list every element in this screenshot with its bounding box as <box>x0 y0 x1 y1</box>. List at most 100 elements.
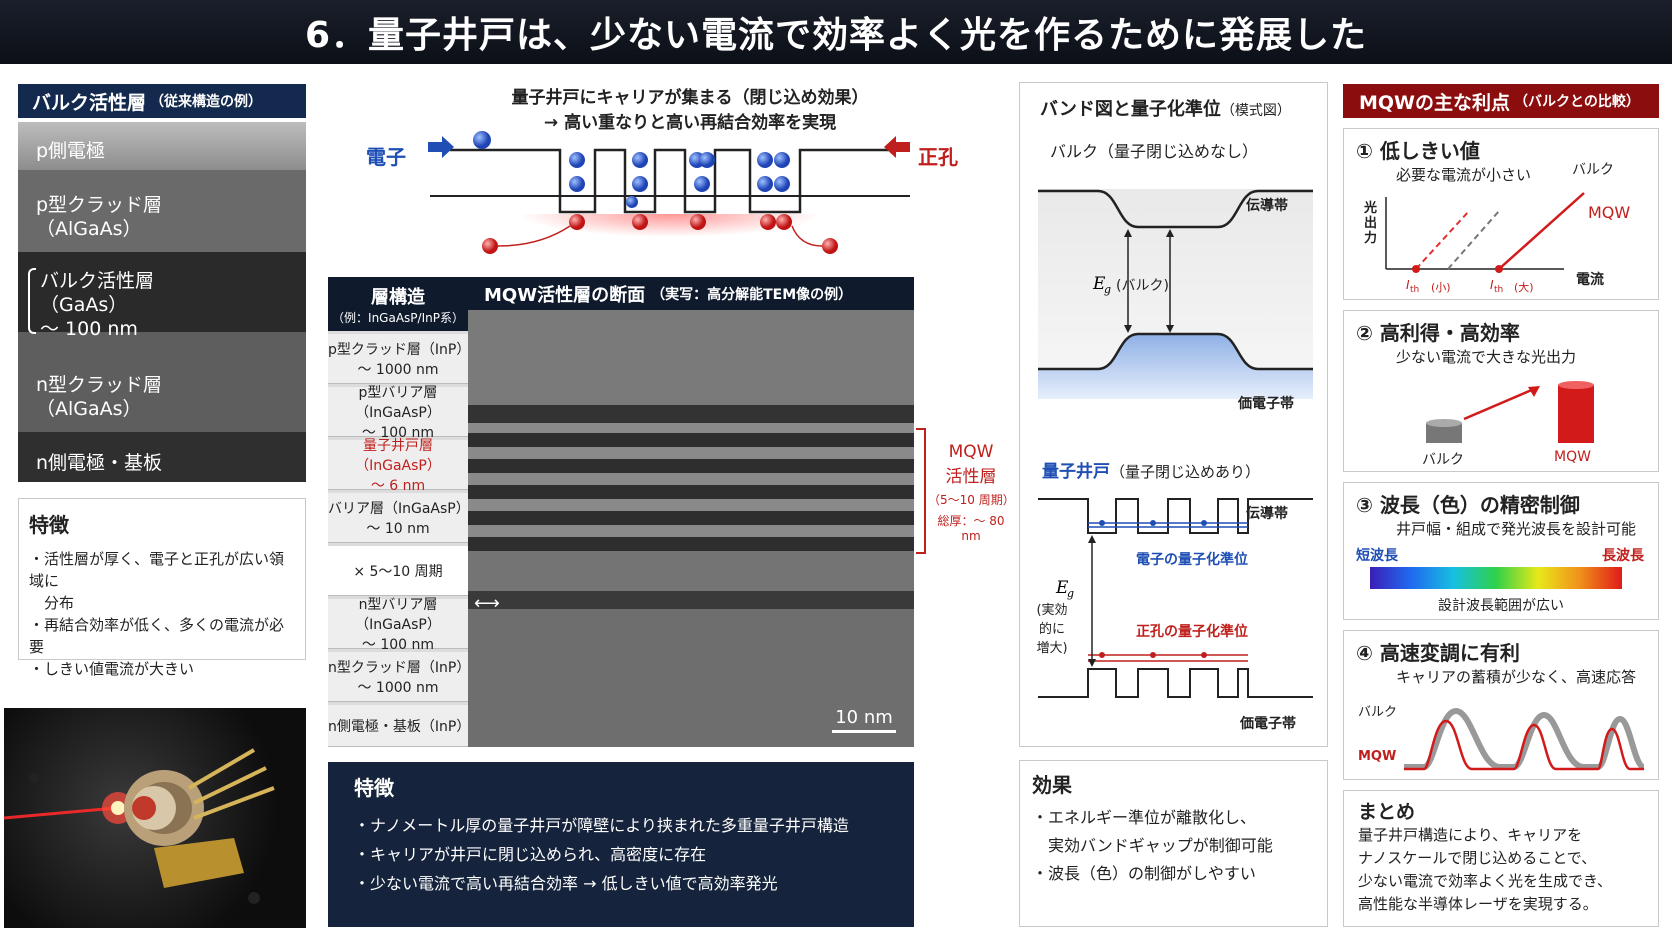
layer-cell-thickness: ～ 6 nm <box>370 477 426 494</box>
qw-band-title-label: 量子井戸 <box>1042 462 1110 482</box>
bulk-layer-p-electrode: p側電極 <box>36 140 106 162</box>
layer-cell-barrier: バリア層（InGaAsP）～ 10 nm <box>328 493 470 543</box>
bulk-layer-active-1: バルク活性層 <box>40 270 155 292</box>
page-title: 6．量子井戸は、少ない電流で効率よく光を作るために発展した <box>0 0 1672 64</box>
bulk-layer-active-2: （GaAs） <box>40 294 128 316</box>
band-diagram-panel: バンド図と量子化準位（模式図） バルク（量子閉じ込めなし） E g 伝導帯 (バ… <box>1019 82 1328 747</box>
mqw-active-label: MQW 活性層 （5～10 周期） 総厚：～ 80 nm <box>928 442 1015 543</box>
short-wavelength-label: 短波長 <box>1356 548 1398 564</box>
layer-cell-n-electrode: n側電極・基板（InP） <box>328 705 471 747</box>
mqw-features-panel: 特徴 ・ナノメートル厚の量子井戸が障壁により挟まれた多重量子井戸構造 ・キャリア… <box>328 762 914 927</box>
bulk-layer-p-clad-1: p型クラッド層 <box>36 194 163 216</box>
layer-stack-header-note: （例：InGaAsP/InP系） <box>332 311 464 325</box>
advantages-header: MQWの主な利点（バルクとの比較） <box>1343 84 1659 118</box>
layer-cell-period: × 5～10 周期 <box>328 546 468 596</box>
advantage-card-title: ④ 高速変調に有利 <box>1356 641 1520 665</box>
output-comparison-chart <box>1426 381 1594 443</box>
layer-stack-table: 層構造 （例：InGaAsP/InP系） p型クラッド層（InP）～ 1000 … <box>328 277 471 747</box>
chart4-mqw-label: MQW <box>1358 749 1397 764</box>
chart1-x-label: 電流 <box>1576 272 1604 288</box>
eg-effective-label: (実効的に 増大) <box>1030 599 1074 656</box>
bulk-feature-item: ・活性層が厚く、電子と正孔が広い領域に <box>29 550 285 590</box>
layer-cell-name: n側電極・基板（InP） <box>328 718 471 735</box>
advantage-card-title: ③ 波長（色）の精密制御 <box>1356 493 1580 517</box>
laser-diode-illustration <box>4 748 275 904</box>
mqw-label-3: （5～10 周期） <box>928 493 1015 507</box>
chart1-mqw-label: MQW <box>1588 203 1631 222</box>
bulk-features-panel: 特徴 ・活性層が厚く、電子と正孔が広い領域に 分布 ・再結合効率が低く、多くの電… <box>18 498 306 678</box>
chart1-y-label: 光出力 <box>1364 201 1378 246</box>
layer-cell-thickness: ～ 1000 nm <box>357 361 439 378</box>
ith-large-symbol: I <box>1490 278 1494 292</box>
eg-bulk-subscript: g <box>1104 283 1111 296</box>
advantage-card-wavelength: ③ 波長（色）の精密制御 井戸幅・組成で発光波長を設計可能 短波長 長波長 設計… <box>1343 482 1659 620</box>
confinement-caption: 量子井戸にキャリアが集まる（閉じ込め効果） → 高い重なりと高い再結合効率を実現 <box>470 83 910 133</box>
layer-cell-p-barrier: p型バリア層（InGaAsP） ～ 100 nm <box>328 385 468 441</box>
band-bulk-label: バルク（量子閉じ込めなし） <box>1050 142 1259 161</box>
layer-cell-n-barrier: n型バリア層（InGaAsP）～ 100 nm <box>328 597 468 653</box>
chart1-ith-small-label: (小) <box>1431 281 1451 294</box>
advantage-card-title: ① 低しきい値 <box>1356 139 1480 163</box>
advantage-card-low-threshold: ① 低しきい値 必要な電流が小さい I th I th 光出力 電流 バルク M… <box>1343 128 1659 300</box>
summary-panel: まとめ 量子井戸構造により、キャリアを ナノスケールで閉じ込めることで、 少ない… <box>1343 790 1659 927</box>
bulk-layer-n-clad-1: n型クラッド層 <box>36 374 163 396</box>
bulk-layer-n-clad-2: （AlGaAs） <box>36 398 142 420</box>
summary-line: 量子井戸構造により、キャリアを <box>1358 826 1583 844</box>
bulk-layer-p-clad-2: （AlGaAs） <box>36 218 142 240</box>
summary-line: 高性能な半導体レーザを実現する。 <box>1358 895 1598 913</box>
laser-diode-photo <box>4 708 306 928</box>
bulk-dashed-line <box>1447 210 1500 270</box>
summary-line: 少ない電流で効率よく光を生成でき、 <box>1358 872 1612 890</box>
layer-cell-name: × 5～10 周期 <box>353 563 443 580</box>
ith-small-point <box>1412 265 1420 273</box>
bulk-feature-item: ・しきい値電流が大きい <box>29 660 195 678</box>
electron-label: 電子 <box>366 145 406 169</box>
summary-line: ナノスケールで閉じ込めることで、 <box>1358 849 1597 867</box>
advantage-card-subtitle: 少ない電流で大きな光出力 <box>1396 348 1577 366</box>
bulk-header: バルク活性層（従来構造の例） <box>18 84 306 118</box>
ith-large-point <box>1495 265 1503 273</box>
qw-valence-label: 価電子帯 <box>1240 716 1296 732</box>
layer-cell-thickness: ～ 100 nm <box>361 424 435 441</box>
band-title-note: （模式図） <box>1220 103 1291 119</box>
effect-title: 効果 <box>1032 773 1072 797</box>
chart2-bulk-label: バルク <box>1422 452 1464 468</box>
bulk-header-label: バルク活性層 <box>32 91 147 114</box>
chart2-mqw-label: MQW <box>1554 449 1591 465</box>
confinement-line2: → 高い重なりと高い再結合効率を実現 <box>543 113 837 133</box>
layer-cell-name: 量子井戸層（InGaAsP） <box>355 437 441 474</box>
mqw-dashed-line <box>1415 210 1470 270</box>
mqw-features-title: 特徴 <box>354 776 394 800</box>
effect-panel: 効果 ・エネルギー準位が離散化し、 実効バンドギャップが制御可能 ・波長（色）の… <box>1019 760 1328 927</box>
ith-small-subscript: th <box>1410 285 1419 295</box>
qw-band-title-note: （量子閉じ込めあり） <box>1110 463 1261 481</box>
period-arrow-icon: ⟷ <box>474 593 500 614</box>
bulk-header-note: （従来構造の例） <box>150 94 263 110</box>
advantage-card-subtitle: 必要な電流が小さい <box>1396 166 1532 184</box>
qw-conduction-label: 伝導帯 <box>1246 506 1288 522</box>
mqw-feature-item: ・少ない電流で高い再結合効率 → 低しきい値で高効率発光 <box>354 874 778 893</box>
confinement-diagram <box>428 131 910 260</box>
modulation-waveform <box>1404 707 1646 771</box>
mqw-feature-item: ・キャリアが井戸に閉じ込められ、高密度に存在 <box>354 845 707 864</box>
mqw-output-bar <box>1558 385 1594 443</box>
wavelength-spectrum-bar <box>1370 567 1622 589</box>
advantage-card-subtitle: 井戸幅・組成で発光波長を設計可能 <box>1396 520 1637 538</box>
bulk-band-diagram: E g <box>1038 189 1313 399</box>
tem-scale-bar: 10 nm <box>832 707 896 733</box>
mqw-tem-header-label: MQW活性層の断面 <box>484 284 646 306</box>
advantage-card-subtitle: キャリアの蓄積が少なく、高速応答 <box>1396 668 1637 686</box>
eg-bulk-symbol: E <box>1092 274 1106 294</box>
effect-item: 実効バンドギャップが制御可能 <box>1032 836 1273 855</box>
hole-label: 正孔 <box>918 145 958 169</box>
hole-level-label: 正孔の量子化準位 <box>1136 624 1248 640</box>
mqw-waveform <box>1404 719 1644 771</box>
layer-cell-name: p型バリア層（InGaAsP） <box>355 384 441 421</box>
mqw-bracket <box>916 428 926 554</box>
mqw-label-4: 総厚：～ 80 nm <box>937 514 1005 543</box>
eg-qw-subscript: g <box>1067 587 1074 600</box>
layer-cell-thickness: ～ 1000 nm <box>357 679 439 696</box>
mqw-label-2: 活性層 <box>945 467 997 487</box>
layer-cell-name: バリア層（InGaAsP） <box>328 500 470 517</box>
tem-scale-label: 10 nm <box>835 707 893 728</box>
